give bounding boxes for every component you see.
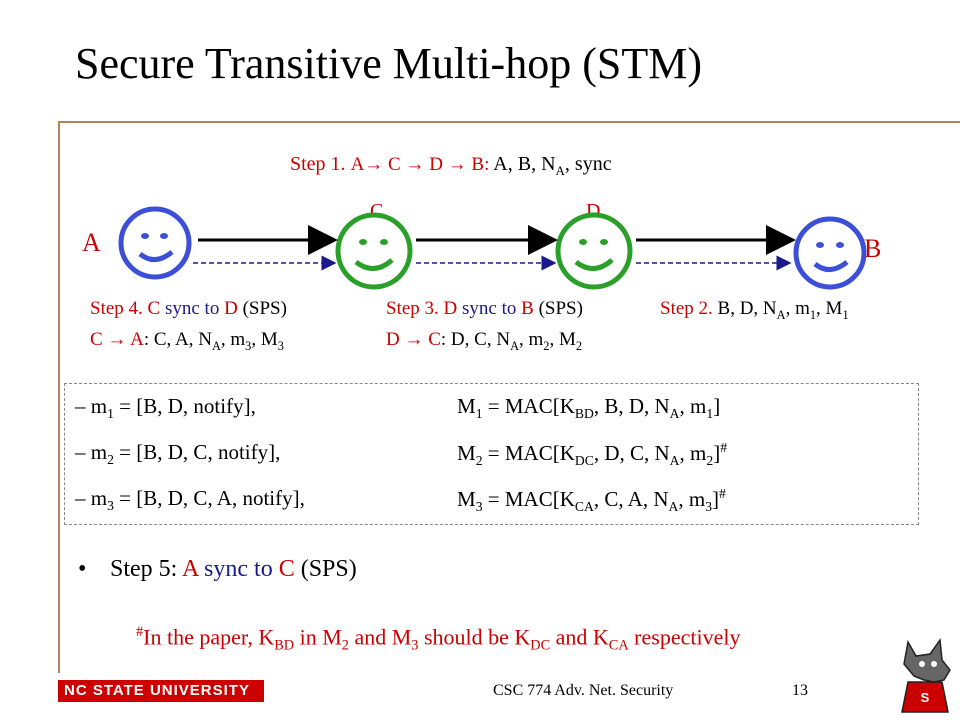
step5-bullet: •: [78, 556, 87, 582]
course-name: CSC 774 Adv. Net. Security: [493, 682, 674, 699]
step3-line2: D → C: D, C, NA, m2, M2: [386, 329, 583, 353]
frame-top-rule: [58, 121, 960, 123]
def-m1: – m1 = [B, D, notify],: [75, 394, 256, 422]
step5-text: Step 5: A sync to C (SPS): [110, 556, 357, 582]
step2-text: Step 2. B, D, NA, m1, M1: [660, 298, 849, 322]
step4-line1: Step 4. C sync to D (SPS): [90, 298, 287, 319]
ncsu-logo: NC STATE UNIVERSITY: [58, 680, 264, 702]
def-m2: – m2 = [B, D, C, notify],: [75, 440, 281, 468]
smiley-b-icon: [793, 216, 867, 290]
page-title: Secure Transitive Multi-hop (STM): [75, 39, 702, 88]
footnote: #In the paper, KBD in M2 and M3 should b…: [136, 624, 741, 654]
step1-text: Step 1. A→ C → D → B: A, B, NA, sync: [290, 153, 612, 178]
wolf-mascot-icon: S: [901, 637, 951, 713]
step3-line1: Step 3. D sync to B (SPS): [386, 298, 583, 319]
svg-text:S: S: [921, 690, 930, 705]
node-label-a: A: [82, 228, 101, 257]
def-mac2: M2 = MAC[KDC, D, C, NA, m2]#: [457, 440, 728, 469]
step4-line2: C → A: C, A, NA, m3, M3: [90, 329, 284, 353]
network-diagram: [118, 206, 867, 290]
def-m3: – m3 = [B, D, C, A, notify],: [75, 486, 305, 514]
smiley-d-icon: [555, 212, 633, 290]
node-label-b: B: [864, 234, 882, 263]
smiley-a-icon: [118, 206, 192, 280]
page-number: 13: [792, 682, 808, 699]
frame-left-rule: [58, 121, 60, 673]
smiley-c-icon: [335, 212, 413, 290]
definitions-box: – m1 = [B, D, notify], M1 = MAC[KBD, B, …: [64, 383, 919, 525]
def-mac3: M3 = MAC[KCA, C, A, NA, m3]#: [457, 486, 726, 515]
def-mac1: M1 = MAC[KBD, B, D, NA, m1]: [457, 394, 721, 422]
